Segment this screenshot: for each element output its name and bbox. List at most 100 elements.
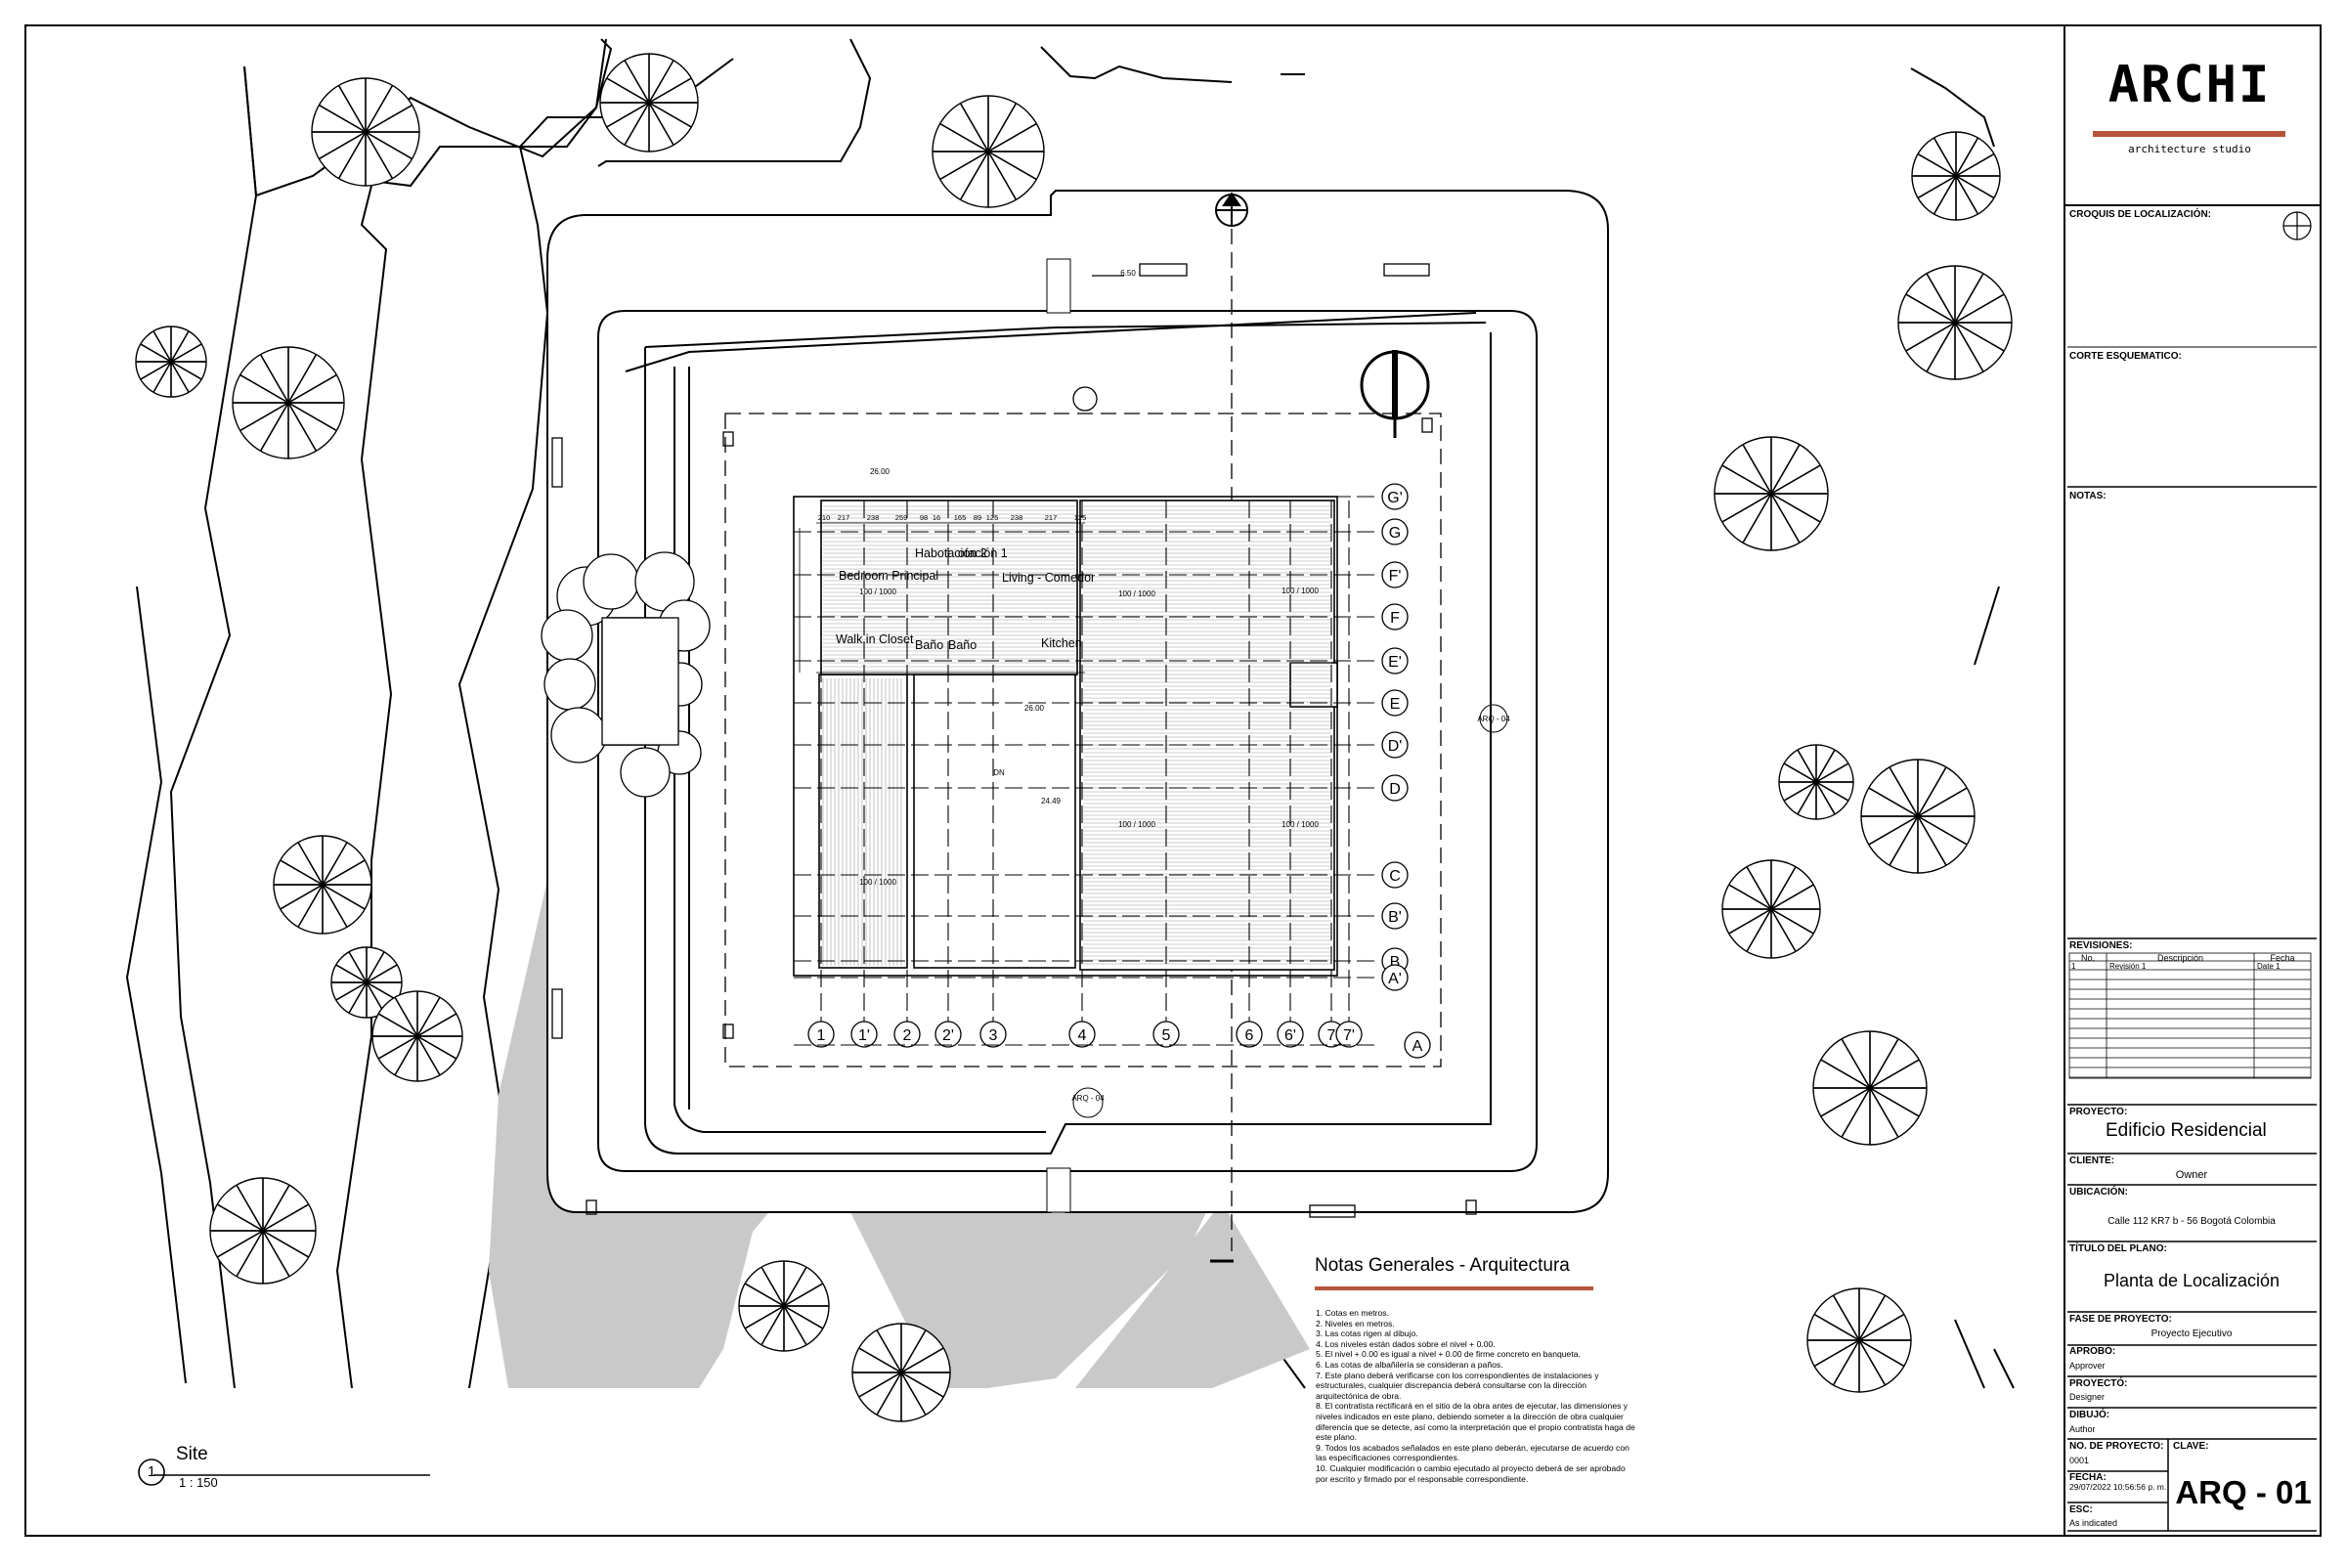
tree-symbol <box>330 946 403 1019</box>
grid-bubble-y: B' <box>1388 909 1402 926</box>
room-label: Walk in Closet <box>836 632 914 646</box>
note-item: 1. Cotas en metros. <box>1316 1308 1389 1318</box>
grid-bubble-x: 2' <box>942 1027 954 1044</box>
esc-value: As indicated <box>2069 1518 2118 1528</box>
proyecto2-value: Designer <box>2069 1392 2106 1402</box>
slope-label: 100 / 1000 <box>1118 589 1155 598</box>
north-arrow <box>1210 192 1248 1263</box>
rev-row-fecha: Date 1 <box>2257 962 2281 971</box>
tree-symbol <box>851 1323 951 1422</box>
room-label: otación 1 <box>958 546 1008 560</box>
dimension-text: 210 <box>818 513 831 522</box>
dimension-text: 217 <box>838 513 850 522</box>
view-scale: 1 : 150 <box>179 1475 218 1490</box>
grid-bubble-x: 5 <box>1162 1027 1171 1044</box>
grid-bubble-y: E <box>1390 696 1401 713</box>
note-item: 6. Las cotas de albañilería se considera… <box>1316 1359 1503 1370</box>
clave-label: CLAVE: <box>2173 1441 2209 1452</box>
room-label: Kitchen <box>1041 636 1082 650</box>
grid-bubble-y: E' <box>1388 654 1402 671</box>
dimension-text: 238 <box>867 513 880 522</box>
cliente-label: CLIENTE: <box>2069 1155 2115 1166</box>
stair-label: DN <box>993 768 1005 777</box>
dimension-text: 125 <box>1074 513 1087 522</box>
grid-bubble-x: 3 <box>989 1027 998 1044</box>
grid-bubble-x: 6 <box>1245 1027 1254 1044</box>
slope-label: 100 / 1000 <box>1282 587 1319 595</box>
trees <box>135 53 2013 1422</box>
dimension-text: 16 <box>933 513 940 522</box>
tree-symbol <box>1897 265 2013 380</box>
view-name: Site <box>176 1444 208 1464</box>
room-label: Living - Comedor <box>1002 571 1095 585</box>
grid-bubble-x: 1 <box>817 1027 826 1044</box>
tree-symbol <box>1714 436 1829 551</box>
tree-symbol <box>1806 1287 1912 1393</box>
grid-bubble-y: F <box>1390 610 1400 627</box>
revisiones-label: REVISIONES: <box>2069 940 2133 951</box>
corte-label: CORTE ESQUEMATICO: <box>2069 351 2182 362</box>
note-item: 10. Cualquier modificación o cambio ejec… <box>1316 1462 1626 1484</box>
tree-symbol <box>1721 859 1821 959</box>
notas-label: NOTAS: <box>2069 491 2107 501</box>
grid-bubble-y: B <box>1390 954 1401 971</box>
grid-bubble-x: 7 <box>1327 1027 1336 1044</box>
no-proyecto-value: 0001 <box>2069 1456 2090 1465</box>
view-number: 1 <box>147 1463 156 1480</box>
tree-symbol <box>599 53 699 152</box>
sheet-border <box>24 24 2322 1537</box>
ubicacion-value: Calle 112 KR7 b - 56 Bogotá Colombia <box>2107 1216 2276 1227</box>
tree-symbol <box>209 1177 317 1285</box>
dimension-text: 89 <box>974 513 981 522</box>
rev-col-descripcion: Descripción <box>2156 953 2204 963</box>
proyecto-label: PROYECTO: <box>2069 1107 2128 1117</box>
grid-bubble-y: G' <box>1387 490 1403 506</box>
grid-bubble-x: 7' <box>1343 1027 1355 1044</box>
notes-title: Notas Generales - Arquitectura <box>1315 1255 1570 1276</box>
firm-tagline: architecture studio <box>2128 143 2251 155</box>
compass-symbol <box>1360 350 1430 438</box>
slope-label: 100 / 1000 <box>859 588 896 596</box>
grid-bubble-x: 6' <box>1284 1027 1296 1044</box>
rev-col-fecha: Fecha <box>2270 953 2295 963</box>
slope-label: 100 / 1000 <box>859 878 896 887</box>
tree-symbol <box>371 990 463 1082</box>
section-tag: ARQ - 04 <box>1071 1094 1105 1103</box>
fecha-label: FECHA: <box>2069 1472 2107 1483</box>
note-item: 4. Los niveles están dados sobre el nive… <box>1316 1338 1496 1349</box>
tree-symbol <box>135 326 207 398</box>
titulo-value: Planta de Localización <box>2103 1271 2281 1290</box>
tree-symbol <box>738 1260 830 1352</box>
level-label: 6.50 <box>1120 269 1136 278</box>
ubicacion-label: UBICACIÓN: <box>2069 1187 2128 1198</box>
fase-label: FASE DE PROYECTO: <box>2069 1314 2172 1325</box>
note-item: 3. Las cotas rigen al dibujo. <box>1316 1328 1418 1339</box>
note-item: 9. Todos los acabados señalados en este … <box>1316 1442 1629 1463</box>
revisions-table-grid <box>2068 952 2312 1079</box>
fecha-value: 29/07/2022 10:56:56 p. m. <box>2069 1482 2167 1492</box>
croquis-label: CROQUIS DE LOCALIZACIÓN: <box>2069 209 2211 220</box>
tree-symbol <box>273 835 372 935</box>
fase-value: Proyecto Ejecutivo <box>2150 1328 2233 1339</box>
rev-col-no: No. <box>2080 953 2095 963</box>
grid-bubble-y: D <box>1389 781 1401 798</box>
sheet-number: ARQ - 01 <box>2175 1474 2312 1510</box>
firm-logo: ARCHI <box>2092 57 2287 113</box>
lot-outline <box>546 190 1609 1213</box>
esc-label: ESC: <box>2069 1504 2093 1515</box>
dimension-text: 259 <box>895 513 908 522</box>
level-markers <box>551 263 1477 1218</box>
notes-list: 1. Cotas en metros.2. Niveles en metros.… <box>1316 1308 1638 1484</box>
no-proyecto-label: NO. DE PROYECTO: <box>2069 1441 2164 1452</box>
title-block-rules <box>2064 204 2321 1532</box>
grid-bubble-y: D' <box>1388 738 1403 755</box>
tree-symbol <box>1812 1030 1928 1146</box>
dimension-text: 98 <box>920 513 928 522</box>
grid-bubble-y: G <box>1389 525 1401 542</box>
note-item: 8. El contratista rectificará en el siti… <box>1316 1401 1635 1443</box>
dimension-text: 217 <box>1045 513 1058 522</box>
